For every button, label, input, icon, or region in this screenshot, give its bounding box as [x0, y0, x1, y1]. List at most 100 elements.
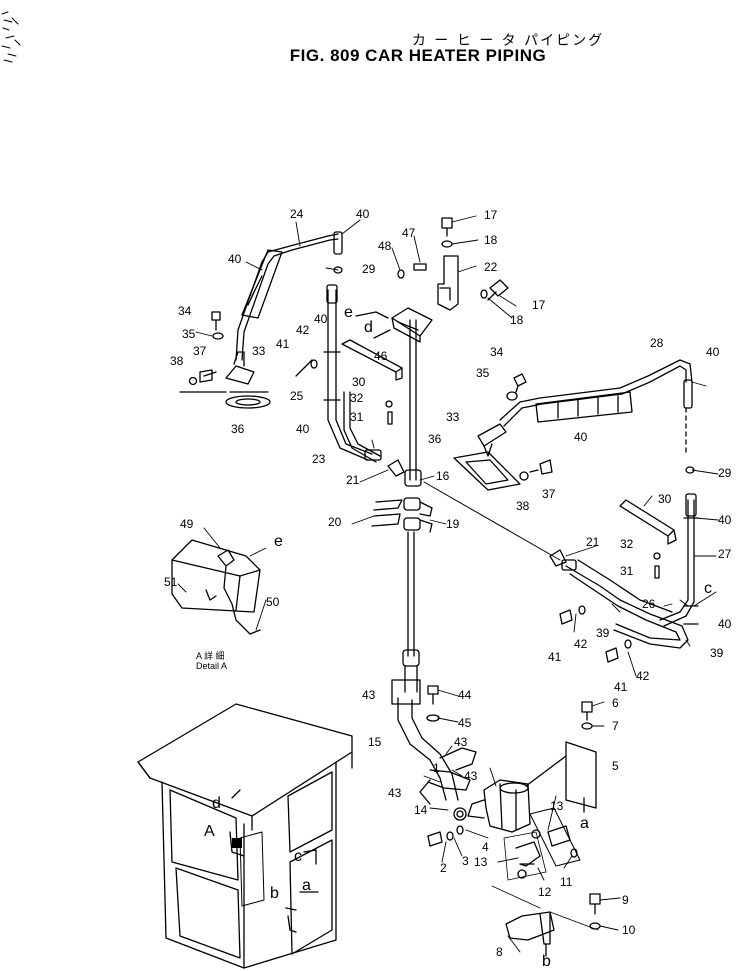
callout-44: 44	[458, 688, 472, 702]
callout-33-left: 33	[252, 344, 266, 358]
callout-49: 49	[180, 517, 194, 531]
callout-21-left: 21	[346, 473, 360, 487]
callout-4: 4	[482, 840, 489, 854]
callout-23: 23	[312, 452, 326, 466]
callout-40-sleeve: 40	[228, 252, 242, 266]
callout-41-left: 41	[276, 337, 290, 351]
callout-31-left: 31	[350, 410, 364, 424]
ref-a-heater: a	[580, 815, 589, 832]
callout-46: 46	[374, 349, 388, 363]
ref-e-bracket: e	[344, 304, 353, 321]
callout-3: 3	[462, 854, 469, 868]
callout-40-right-top: 40	[706, 345, 720, 359]
callout-18-right: 18	[510, 313, 524, 327]
callout-41-right: 41	[614, 680, 628, 694]
callout-51: 51	[164, 575, 178, 589]
detail-a-label: Detail A	[196, 661, 228, 671]
main-vertical-hose	[372, 320, 432, 692]
callout-31-right: 31	[620, 564, 634, 578]
callout-42-mid: 42	[574, 637, 588, 651]
detail-a-drawing	[172, 540, 260, 634]
callout-13-top: 13	[550, 799, 564, 813]
callout-9: 9	[622, 893, 629, 907]
callout-40-top: 40	[356, 207, 370, 221]
bracket-22-46	[356, 218, 508, 342]
callout-36-right: 36	[428, 432, 442, 446]
callout-43-right: 43	[454, 735, 468, 749]
callout-7: 7	[612, 719, 619, 733]
callout-42-right: 42	[636, 669, 650, 683]
callout-45: 45	[458, 716, 472, 730]
callout-38-right: 38	[516, 499, 530, 513]
callout-40-hose: 40	[314, 312, 328, 326]
ref-d-bracket: d	[364, 319, 373, 336]
ref-c-hose: c	[704, 580, 712, 597]
callout-48: 48	[378, 239, 392, 253]
callout-34-left: 34	[178, 304, 192, 318]
callout-37-right: 37	[542, 487, 556, 501]
parts-11-13-8	[492, 808, 600, 956]
callout-6: 6	[612, 696, 619, 710]
callout-25: 25	[290, 389, 304, 403]
page-title: FIG. 809 CAR HEATER PIPING	[289, 46, 547, 65]
callout-27: 27	[718, 547, 732, 561]
callout-29-left: 29	[362, 262, 376, 276]
callout-36-left: 36	[231, 422, 245, 436]
callout-22: 22	[484, 260, 498, 274]
callout-30-right: 30	[658, 492, 672, 506]
leader-diagonal	[424, 482, 560, 560]
callout-2: 2	[440, 861, 447, 875]
pipe-28-assembly	[454, 360, 694, 490]
callout-43-top: 43	[362, 688, 376, 702]
callout-35-right: 35	[476, 366, 490, 380]
ref-b-bracket: b	[542, 953, 551, 970]
callout-5: 5	[612, 759, 619, 773]
callout-1: 1	[433, 761, 440, 775]
callout-17-right: 17	[532, 298, 546, 312]
ref-a-cab: a	[302, 877, 311, 894]
callout-32-right: 32	[620, 537, 634, 551]
callout-39-right: 39	[710, 646, 724, 660]
callout-32-left: 32	[350, 391, 364, 405]
callout-8: 8	[496, 945, 503, 959]
callout-18-top: 18	[484, 233, 498, 247]
callout-38-left: 38	[170, 354, 184, 368]
callout-47: 47	[402, 226, 416, 240]
callout-35-left: 35	[182, 327, 196, 341]
pipe-24-assembly	[180, 232, 342, 408]
callout-20: 20	[328, 515, 342, 529]
hose-26-bends	[550, 550, 688, 662]
detail-a-heading: A 詳 細	[196, 651, 225, 661]
callout-34-right: 34	[490, 345, 504, 359]
ref-b-cab: b	[270, 885, 279, 902]
callout-26: 26	[642, 597, 656, 611]
callout-17-top: 17	[484, 208, 498, 222]
callout-14: 14	[414, 803, 428, 817]
callout-41-mid: 41	[548, 650, 562, 664]
callout-28: 28	[650, 336, 664, 350]
callout-16: 16	[436, 469, 450, 483]
callout-12: 12	[538, 885, 552, 899]
callout-33-right: 33	[446, 410, 460, 424]
callout-15: 15	[368, 735, 382, 749]
callout-11: 11	[560, 875, 573, 889]
callout-40-clip: 40	[296, 422, 310, 436]
heater-unit	[392, 680, 530, 846]
callout-43-right-low: 43	[464, 769, 478, 783]
callout-39-left: 39	[596, 626, 610, 640]
callout-42-left: 42	[296, 323, 310, 337]
scan-speckle	[2, 12, 20, 62]
ref-A-cab: A	[204, 823, 215, 840]
callout-37-left: 37	[193, 344, 207, 358]
leader-lines	[178, 216, 718, 952]
callout-40-right-low: 40	[718, 617, 732, 631]
callout-13-left: 13	[474, 855, 488, 869]
callout-50: 50	[266, 595, 280, 609]
hose-27-assembly	[620, 494, 698, 626]
callout-30-left: 30	[352, 375, 366, 389]
callout-29-right: 29	[718, 466, 732, 480]
callout-21-right: 21	[586, 535, 600, 549]
callout-40-right-mid: 40	[718, 513, 732, 527]
